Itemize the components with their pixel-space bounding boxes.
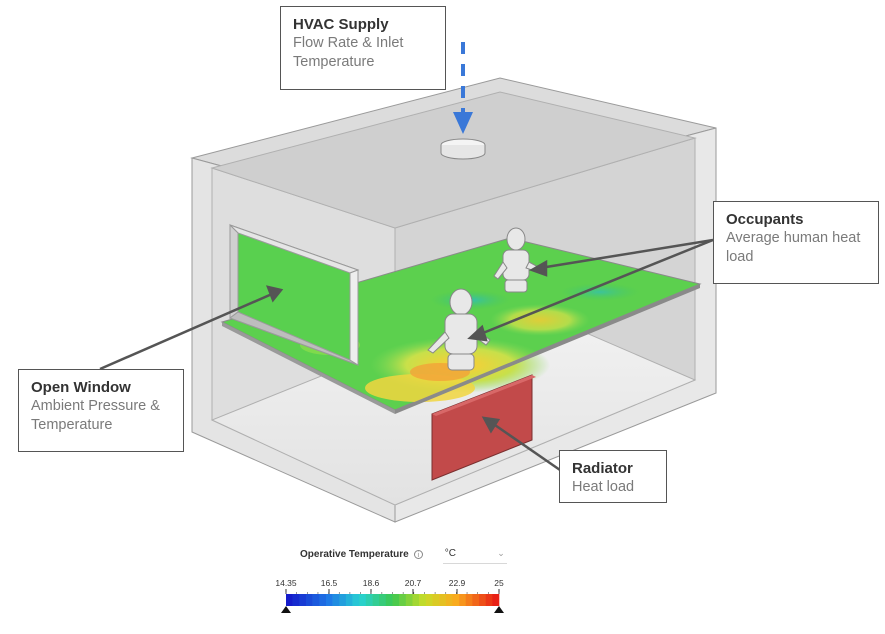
callout-line: Ambient Pressure & — [31, 398, 160, 414]
colorbar-bin — [379, 594, 387, 606]
colorbar-bin — [419, 594, 427, 606]
colorbar-bin — [485, 594, 493, 606]
colorbar-tick-label: 20.7 — [405, 578, 422, 588]
colorbar-bin — [292, 594, 300, 606]
radiator — [431, 374, 533, 481]
colorbar-tick-label: 16.5 — [321, 578, 338, 588]
colorbar-min-handle[interactable] — [281, 606, 291, 613]
colorbar-bin — [286, 594, 293, 606]
colorbar-bin — [399, 594, 407, 606]
colorbar-tick-label: 14.35 — [275, 578, 297, 588]
colorbar-bin — [412, 594, 420, 606]
callout-title: Radiator — [572, 460, 633, 477]
info-icon[interactable]: i — [413, 549, 423, 559]
chevron-down-icon: ⌄ — [497, 548, 505, 558]
legend-title: Operative Temperature — [300, 548, 409, 560]
callout-line: Temperature — [31, 417, 113, 433]
colorbar-bin — [452, 594, 460, 606]
legend-header: Operative Temperature i °C ⌄ — [300, 544, 507, 564]
colorbar-bin — [365, 594, 373, 606]
colorbar-bin — [359, 594, 367, 606]
colorbar-bin — [372, 594, 380, 606]
callout-line: Heat load — [572, 479, 635, 495]
colorbar-bin — [425, 594, 433, 606]
callout-line: load — [726, 249, 754, 265]
colorbar-bin — [432, 594, 440, 606]
callout-occupants: Occupants Average human heat load — [713, 201, 879, 284]
colorbar-bin — [345, 594, 353, 606]
colorbar-bin — [319, 594, 327, 606]
callout-line: Temperature — [293, 54, 375, 70]
colorbar-bin — [385, 594, 393, 606]
colorbar-bin — [405, 594, 413, 606]
colorbar-tick-label: 22.9 — [449, 578, 466, 588]
temperature-colorbar: 14.35 16.5 18.6 20.7 22.9 25 — [275, 578, 504, 613]
callout-line: Average human heat — [726, 230, 861, 246]
callout-open-window: Open Window Ambient Pressure & Temperatu… — [18, 369, 184, 452]
colorbar-bin — [325, 594, 333, 606]
colorbar-bin — [352, 594, 360, 606]
colorbar-bin — [299, 594, 307, 606]
colorbar-bin — [439, 594, 447, 606]
colorbar-bin — [465, 594, 473, 606]
unit-select[interactable]: °C ⌄ — [442, 545, 507, 564]
room-simulation-viewport[interactable] — [0, 0, 885, 540]
callout-title: HVAC Supply — [293, 16, 389, 33]
colorbar-bin — [459, 594, 467, 606]
colorbar-max-handle[interactable] — [494, 606, 504, 613]
callout-title: Open Window — [31, 379, 131, 396]
colorbar-bin — [339, 594, 347, 606]
colorbar-tick-label: 25 — [494, 578, 504, 588]
colorbar-bin — [445, 594, 453, 606]
colorbar-tick-label: 18.6 — [363, 578, 380, 588]
colorbar-bin — [472, 594, 480, 606]
colorbar-bin — [479, 594, 486, 606]
callout-radiator: Radiator Heat load — [559, 450, 667, 503]
colorbar-bin — [305, 594, 313, 606]
colorbar-bin — [312, 594, 320, 606]
colorbar-bin — [392, 594, 400, 606]
callout-line: Flow Rate & Inlet — [293, 35, 404, 51]
callout-title: Occupants — [726, 211, 804, 228]
unit-value: °C — [444, 548, 456, 559]
callout-hvac-supply: HVAC Supply Flow Rate & Inlet Temperatur… — [280, 6, 446, 90]
colorbar-bin — [332, 594, 340, 606]
colorbar-bin — [492, 594, 500, 606]
